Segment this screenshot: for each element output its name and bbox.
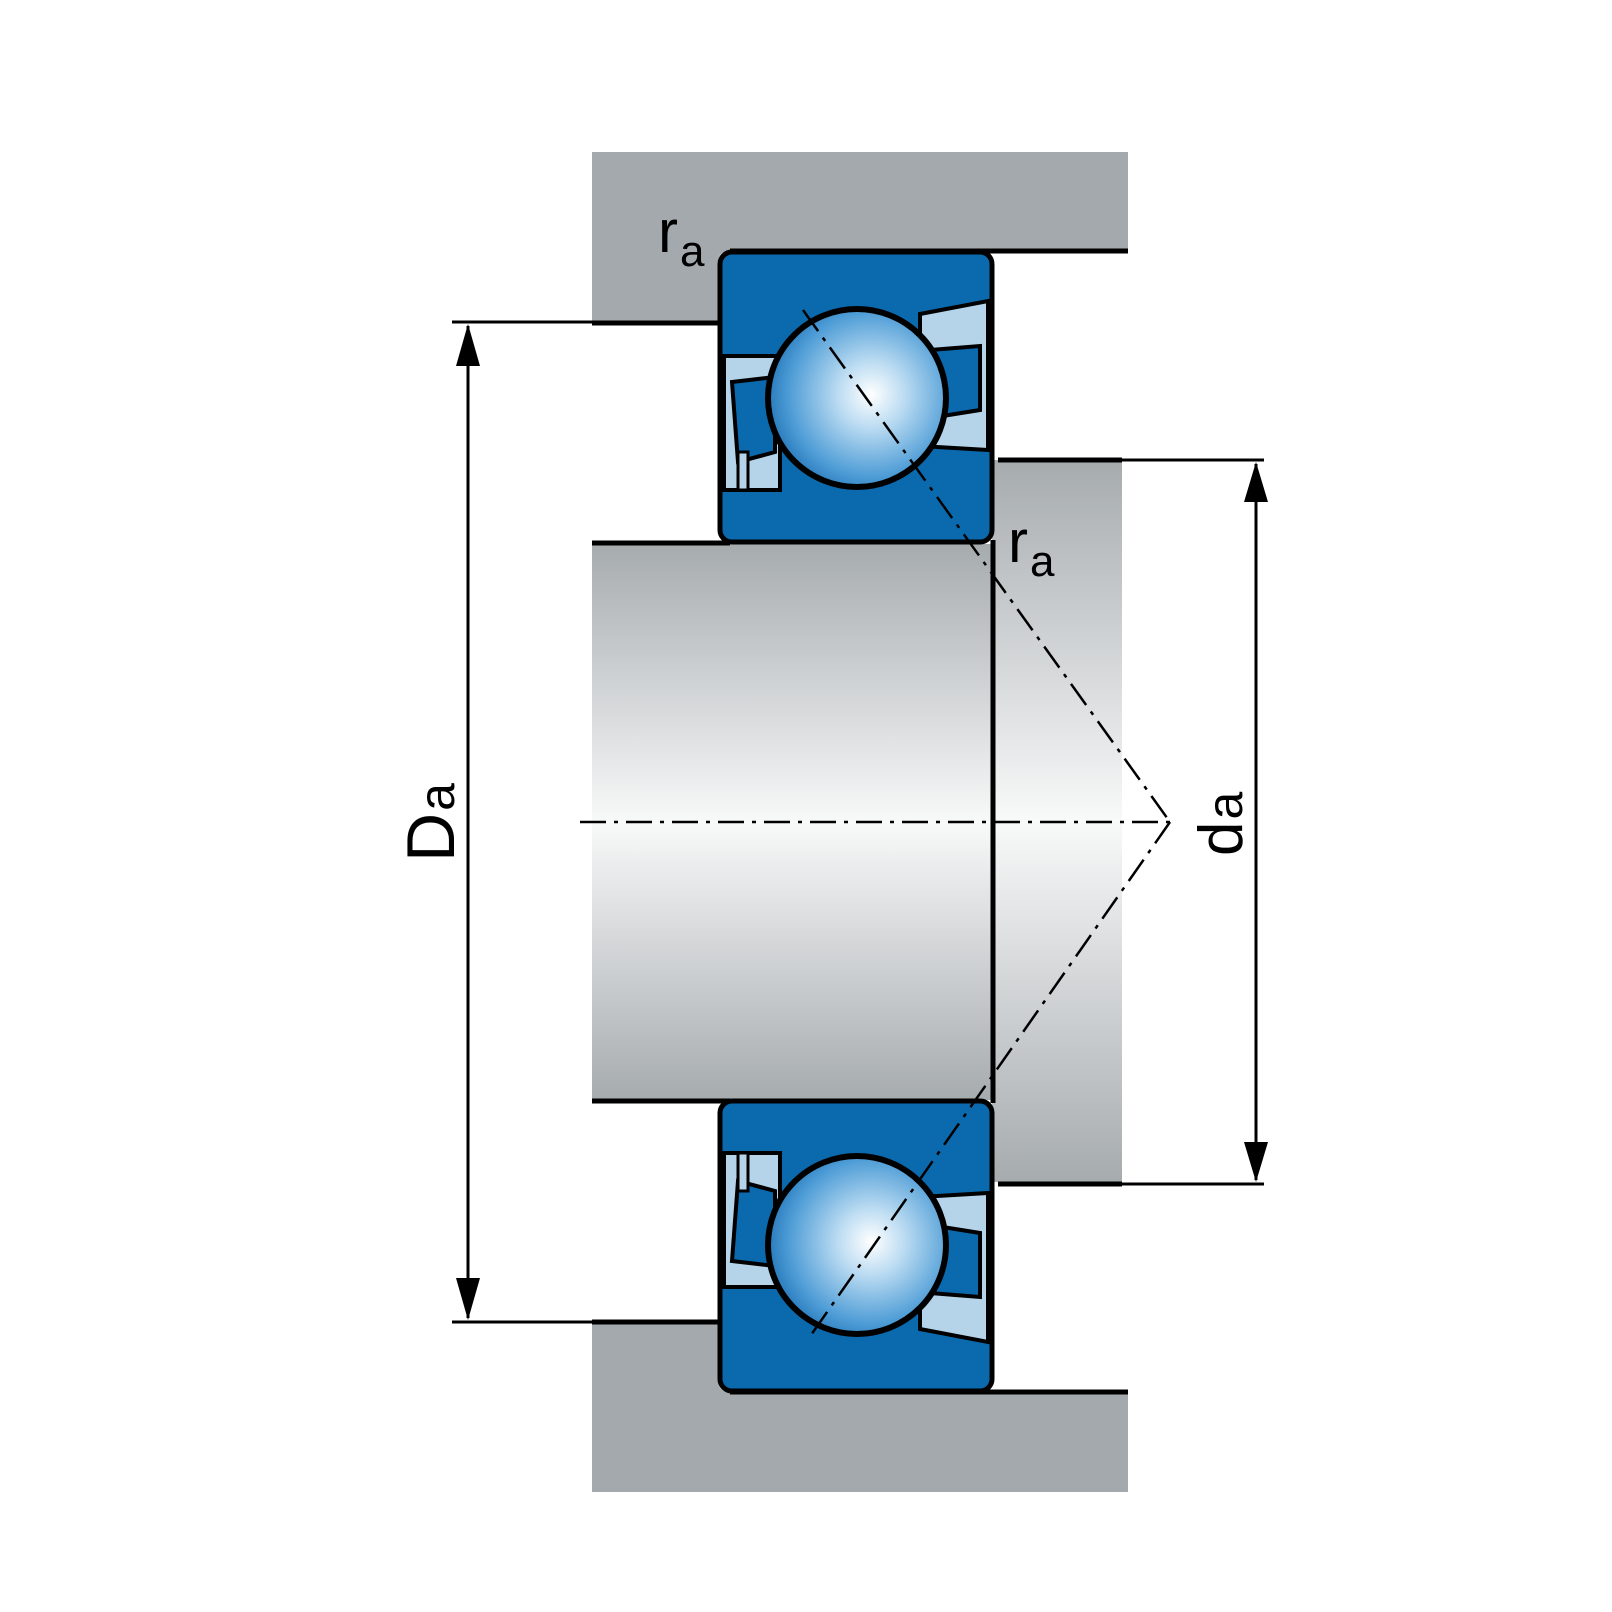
- ra-shaft-sub: a: [1030, 537, 1055, 586]
- bearing-bottom: [717, 1098, 995, 1394]
- center-lines: [580, 309, 1172, 1336]
- label-ra-top: ra: [658, 198, 705, 276]
- da-arrow-bottom: [1244, 1142, 1268, 1182]
- label-Da: Da: [393, 783, 469, 862]
- Da-main: D: [393, 813, 469, 862]
- seal-bottom-left: [736, 1151, 750, 1193]
- Da-arrow-top: [456, 324, 480, 366]
- da-main: d: [1187, 822, 1256, 856]
- ra-top-sub: a: [680, 227, 705, 276]
- race-top-left: [729, 374, 777, 465]
- ball-bottom: [765, 1153, 949, 1337]
- da-sub: a: [1197, 792, 1253, 820]
- ball-top: [765, 306, 949, 490]
- dimension-da: [1122, 458, 1268, 1186]
- ra-top-main: r: [658, 198, 678, 265]
- housing-bottom: [592, 1322, 1128, 1492]
- housing: [592, 152, 1128, 1492]
- Da-arrow-bottom: [456, 1278, 480, 1320]
- housing-top: [592, 152, 1128, 322]
- bearing-top: [717, 249, 995, 545]
- dimension-Da: [452, 320, 592, 1324]
- Da-sub: a: [409, 783, 465, 811]
- label-da: da: [1187, 792, 1256, 856]
- contact-line-bottom: [809, 821, 1172, 1336]
- seal-top-left: [736, 450, 750, 492]
- label-ra-shaft: ra: [1008, 508, 1055, 586]
- da-arrow-top: [1244, 462, 1268, 502]
- ra-shaft-main: r: [1008, 508, 1028, 575]
- race-bottom-left: [729, 1178, 777, 1269]
- outlines: [592, 248, 1128, 1395]
- contact-line-top: [801, 309, 1172, 823]
